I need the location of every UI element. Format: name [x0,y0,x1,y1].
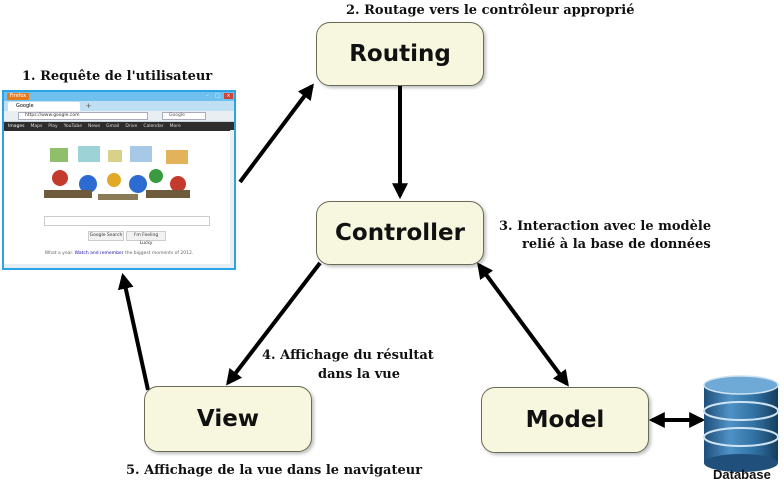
label-step3-line1: 3. Interaction avec le modèle [499,219,712,234]
view-box: View [144,386,312,452]
footer-link[interactable]: Watch and remember [74,251,124,256]
label-step1: 1. Requête de l'utilisateur [22,69,213,84]
database-icon [703,375,779,472]
nav-item-youtube[interactable]: YouTube [63,124,82,129]
nav-item-calendar[interactable]: Calendar [143,124,164,129]
browser-search-field[interactable]: Google [162,112,206,120]
footer-prefix: What a year. [44,251,74,256]
label-step4-line1: 4. Affichage du résultat [262,348,434,363]
arrow-view-to-browser [117,272,150,391]
nav-item-drive[interactable]: Drive [125,124,138,129]
browser-url-row: https://www.google.com Google [4,111,234,122]
arrow-controller-model [477,262,569,387]
firefox-menu-button[interactable]: Firefox [7,93,29,100]
nav-item-play[interactable]: Play [48,124,58,129]
minimize-icon[interactable]: – [203,93,212,99]
browser-tab[interactable]: Google [8,102,80,111]
vertical-scrollbar[interactable] [230,130,234,264]
label-step2: 2. Routage vers le contrôleur approprié [346,3,635,18]
label-step4-line2: dans la vue [318,367,400,382]
model-box: Model [481,387,649,453]
doodle-footer-text: What a year. Watch and remember the bigg… [4,251,234,256]
arrow-browser-to-routing [238,83,314,184]
feeling-lucky-button[interactable]: I'm Feeling Lucky [126,231,166,246]
browser-titlebar: Firefox – □ × [4,92,234,101]
controller-box: Controller [316,201,484,265]
label-step3-line2: relié à la base de données [522,237,711,252]
url-field[interactable]: https://www.google.com [18,112,148,120]
label-step5: 5. Affichage de la vue dans le navigateu… [126,463,423,478]
maximize-icon[interactable]: □ [213,93,222,99]
google-search-button[interactable]: Google Search [88,231,124,241]
nav-item-more[interactable]: More [169,124,181,129]
arrow-controller-to-view [226,261,322,386]
database-label: Database [713,467,771,482]
browser-window: Firefox – □ × Google + https://www.googl… [2,90,236,270]
routing-box: Routing [316,22,484,86]
google-doodle-image[interactable] [38,144,198,204]
browser-tab-row: Google + [4,101,234,111]
new-tab-icon[interactable]: + [85,102,92,110]
nav-item-gmail[interactable]: Gmail [106,124,120,129]
google-search-input[interactable] [44,216,210,226]
google-nav-bar: Images Maps Play YouTube News Gmail Driv… [4,122,234,131]
nav-item-news[interactable]: News [88,124,101,129]
footer-suffix: the biggest moments of 2012. [124,251,194,256]
nav-item-maps[interactable]: Maps [30,124,43,129]
close-icon[interactable]: × [224,93,233,99]
horizontal-scrollbar[interactable] [4,264,234,268]
nav-item-images[interactable]: Images [8,124,25,129]
